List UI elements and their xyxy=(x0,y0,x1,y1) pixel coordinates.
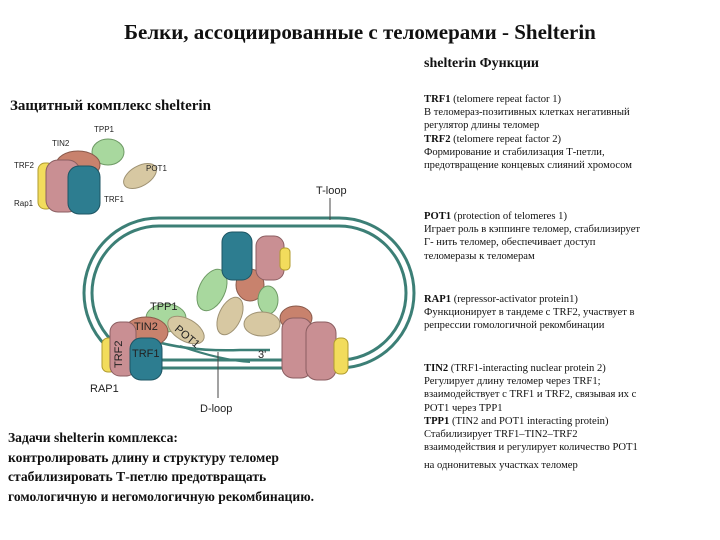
dna-invading-strand xyxy=(149,338,270,352)
function-name: POT1 xyxy=(424,211,452,222)
loop-tpp1-shape xyxy=(196,268,228,312)
d-loop-label: D-loop xyxy=(200,403,232,415)
shelterin-diagram: TPP1 TIN2 TRF2 POT1 Rap1 TRF1 T-loop TPP… xyxy=(14,125,416,415)
page-title: Белки, ассоциированные с теломерами - Sh… xyxy=(124,20,596,44)
small-trf1-shape xyxy=(67,165,101,215)
function-name: TPP1 xyxy=(424,416,450,427)
right-rap1-shape xyxy=(333,337,349,375)
label-top-trf2: TRF2 xyxy=(14,161,35,170)
function-rap1: RAP1 (repressor-activator protein1) Функ… xyxy=(424,294,635,332)
right-trf2b-shape xyxy=(305,321,337,381)
main-pot1-shape xyxy=(167,315,205,345)
label-top-tin2: TIN2 xyxy=(52,139,70,148)
small-pot1-shape xyxy=(123,163,157,189)
three-prime-label: 3' xyxy=(258,349,266,361)
loop-tpp1b-shape xyxy=(257,285,279,315)
tasks-block: Задачи shelterin комплекса: контролирова… xyxy=(8,428,420,506)
task-item: гомологичную и негомологичную рекомбинац… xyxy=(8,488,315,504)
right-complex xyxy=(243,305,349,381)
label-main-tin2: TIN2 xyxy=(134,321,158,333)
loop-trf1-shape xyxy=(221,231,253,281)
function-pot1: POT1 (protection of telomeres 1) Играет … xyxy=(424,211,641,262)
function-trf2: TRF2 (telomere repeat factor 2) Формиров… xyxy=(424,134,632,172)
loop-top-complex xyxy=(196,231,291,336)
label-top-rap1: Rap1 xyxy=(14,199,34,208)
small-complex: TPP1 TIN2 TRF2 POT1 Rap1 TRF1 xyxy=(14,125,167,215)
label-main-trf1: TRF1 xyxy=(132,348,160,360)
label-top-trf1: TRF1 xyxy=(104,195,125,204)
complex-title: Защитный комплекс shelterin xyxy=(10,98,211,114)
function-tin2: TIN2 (TRF1-interacting nuclear protein 2… xyxy=(424,363,637,414)
function-name: TIN2 xyxy=(424,363,449,374)
label-top-tpp1: TPP1 xyxy=(94,125,115,134)
label-main-tpp1: TPP1 xyxy=(150,301,178,313)
loop-pot1-shape xyxy=(216,296,244,336)
label-top-pot1: POT1 xyxy=(146,164,167,173)
function-tpp1: TPP1 (TIN2 and POT1 interacting protein)… xyxy=(424,416,638,471)
loop-rap1-shape xyxy=(279,247,291,271)
main-complex: TPP1 TIN2 POT1 TRF2 TRF1 RAP1 xyxy=(90,301,205,395)
task-item: контролировать длину и структуру теломер xyxy=(8,449,279,465)
right-pot1-shape xyxy=(243,311,281,337)
function-trf1: TRF1 (telomere repeat factor 1) В теломе… xyxy=(424,94,630,132)
function-name: TRF1 xyxy=(424,94,451,105)
dna-outer-strand xyxy=(82,216,416,370)
function-name: RAP1 xyxy=(424,294,452,305)
dna-inner-strand xyxy=(90,224,408,362)
functions-title: shelterin Функции xyxy=(424,56,539,71)
tasks-heading: Задачи shelterin комплекса: xyxy=(8,430,178,445)
t-loop-label: T-loop xyxy=(316,185,347,197)
label-main-rap1: RAP1 xyxy=(90,383,119,395)
label-main-trf2: TRF2 xyxy=(113,341,125,369)
small-tpp1-shape xyxy=(91,138,125,166)
dna-3prime-overhang xyxy=(179,345,251,363)
task-item: стабилизировать Т-петлю предотвращать xyxy=(8,469,267,484)
function-name: TRF2 xyxy=(424,134,451,145)
main-trf1-shape xyxy=(129,337,163,381)
